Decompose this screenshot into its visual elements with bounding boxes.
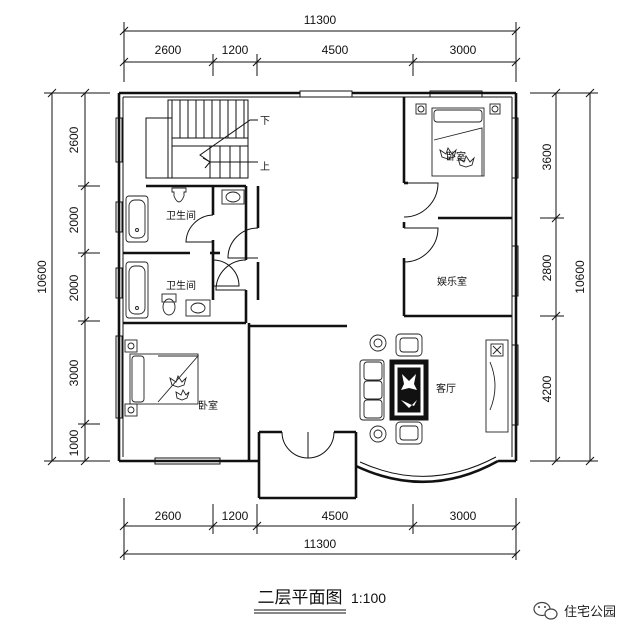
top-segment-dimension: 2600 [155,43,182,57]
left-segment-dimension: 3000 [67,359,81,386]
watermark-text: 住宅公园 [564,605,616,620]
right-segment-dimension: 4200 [540,375,554,402]
living-room-label: 客厅 [436,382,456,395]
entrance-porch [257,430,499,500]
bottom-dimension-chain: 2600 1200 4500 3000 11300 [119,498,521,560]
left-segment-dimension: 2000 [67,274,81,301]
left-segment-dimension: 2600 [67,126,81,153]
wechat-icon [533,601,558,620]
bottom-segment-dimension: 2600 [155,509,182,523]
top-dimension-chain: 11300 2600 1200 4500 3000 [119,13,521,82]
top-segment-dimension: 3000 [450,43,477,57]
bedroom-ne-label: 卧室 [446,150,466,163]
bottom-segment-dimension: 4500 [322,509,349,523]
bottom-total-dimension: 11300 [304,537,337,551]
bedroom-sw-furniture [124,339,199,417]
doors [185,182,439,291]
left-segment-dimension: 2000 [67,206,81,233]
right-total-dimension: 10600 [573,260,587,294]
left-dimension-chain: 10600 2600 2000 2000 3000 1000 [35,88,110,466]
windows [115,90,519,465]
right-segment-dimension: 2800 [540,254,554,281]
drawing-scale: 1:100 [351,590,386,606]
left-segment-dimension: 1000 [67,429,81,456]
drawing-title: 二层平面图 [258,588,343,608]
bedroom-ne-furniture [415,103,501,177]
top-segment-dimension: 1200 [222,43,249,57]
right-segment-dimension: 3600 [540,143,554,170]
interior-walls [123,97,512,461]
staircase [145,99,258,179]
left-total-dimension: 10600 [35,260,49,294]
bottom-segment-dimension: 1200 [222,509,249,523]
bathroom-1-label: 卫生间 [166,209,196,222]
bathroom-1-fixtures [125,187,245,243]
bedroom-sw-label: 卧室 [198,399,218,412]
top-segment-dimension: 4500 [322,43,349,57]
top-total-dimension: 11300 [304,13,337,27]
stair-up-label: 上 [260,161,270,173]
stair-down-label: 下 [260,116,270,127]
entertainment-room-label: 娱乐室 [437,275,467,288]
living-room-furniture [359,333,509,445]
bottom-segment-dimension: 3000 [450,509,477,523]
bathroom-2-label: 卫生间 [166,279,196,292]
right-dimension-chain: 3600 2800 4200 10600 [530,88,598,466]
bathroom-2-fixtures [125,261,211,319]
